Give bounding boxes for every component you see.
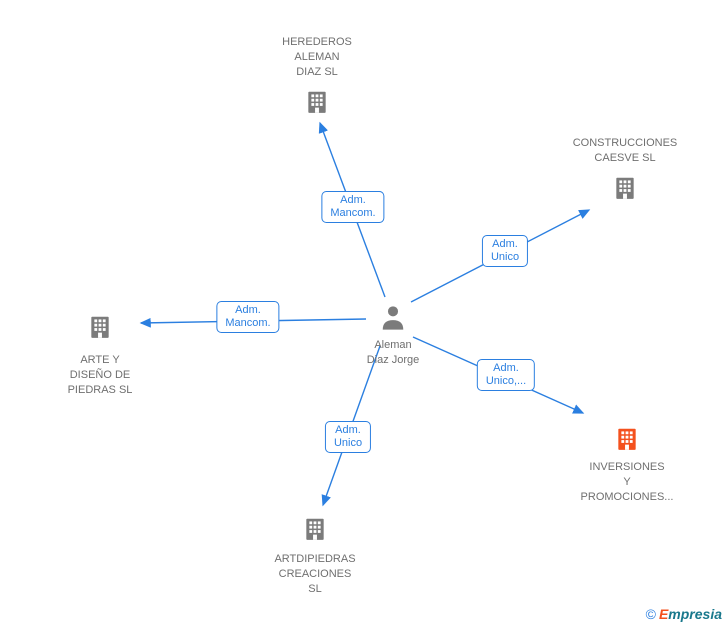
brand-initial: E [658, 606, 669, 622]
building-icon [614, 426, 640, 452]
edge-label-adm-mancom-arte[interactable]: Adm. Mancom. [216, 301, 280, 333]
company-name: CONSTRUCCIONES CAESVE SL [572, 137, 678, 164]
building-icon [302, 516, 328, 542]
person-icon [379, 304, 407, 332]
edge-label-adm-unico-construcciones[interactable]: Adm. Unico [481, 235, 529, 267]
building-icon [612, 175, 638, 201]
person-name: Aleman Diaz Jorge [366, 339, 420, 366]
company-name: HEREDEROS ALEMAN DIAZ SL [282, 36, 352, 78]
company-name: ARTE Y DISEÑO DE PIEDRAS SL [67, 354, 133, 396]
building-icon [87, 314, 113, 340]
copyright-icon: © [645, 606, 656, 622]
brand-text: mpresia [668, 606, 722, 622]
edge-label-adm-unico-artdipiedras[interactable]: Adm. Unico [324, 421, 372, 453]
node-person-aleman-diaz-jorge[interactable]: Aleman Diaz Jorge [367, 304, 419, 366]
company-name: ARTDIPIEDRAS CREACIONES SL [274, 553, 356, 595]
node-company-artdipiedras[interactable]: ARTDIPIEDRAS CREACIONES SL [274, 516, 356, 595]
node-company-herederos[interactable]: HEREDEROS ALEMAN DIAZ SL [282, 36, 352, 115]
building-icon [304, 89, 330, 115]
empresia-watermark[interactable]: ©Empresia [646, 606, 722, 622]
edge-label-adm-mancom-herederos[interactable]: Adm. Mancom. [321, 191, 385, 223]
edge-label-adm-unico-inversiones[interactable]: Adm. Unico,... [476, 359, 536, 391]
node-company-arte-y-diseno[interactable]: ARTE Y DISEÑO DE PIEDRAS SL [68, 314, 132, 396]
node-company-inversiones[interactable]: INVERSIONES Y PROMOCIONES... [581, 426, 673, 503]
company-name: INVERSIONES Y PROMOCIONES... [580, 461, 674, 503]
node-company-construcciones[interactable]: CONSTRUCCIONES CAESVE SL [573, 137, 677, 201]
